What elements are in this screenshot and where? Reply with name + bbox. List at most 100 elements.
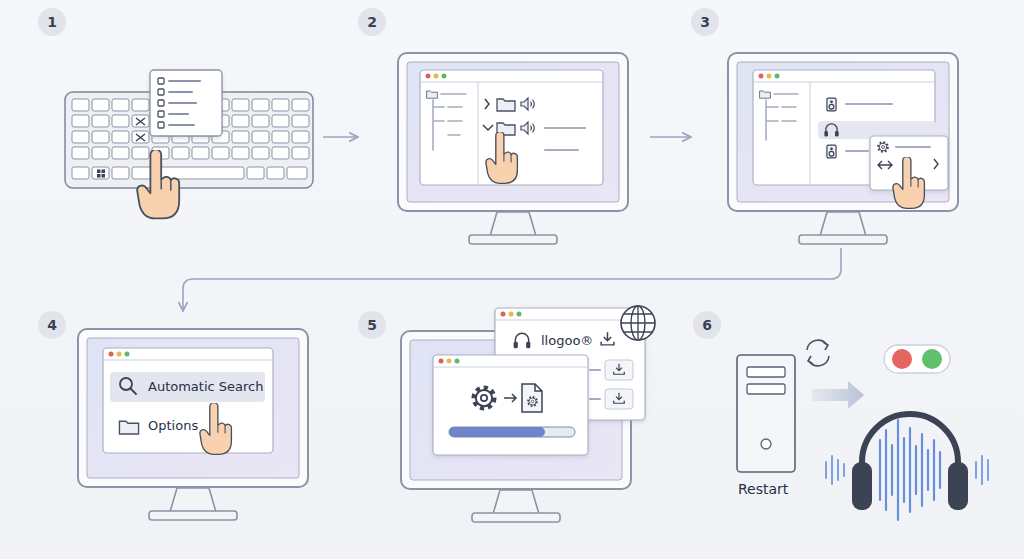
menu-items xyxy=(158,100,164,106)
sound-waves xyxy=(826,456,844,484)
explorer-window xyxy=(497,99,515,111)
keyboard xyxy=(287,167,307,179)
explorer-window xyxy=(434,74,439,79)
refresh-icon xyxy=(807,340,827,350)
dialog-window xyxy=(117,352,122,357)
text-label: llogoo® xyxy=(541,333,593,348)
button-text: Automatic Search xyxy=(148,379,263,394)
install-window xyxy=(504,394,516,402)
pc-tower xyxy=(747,367,785,377)
hand-pointer xyxy=(486,132,518,184)
step-number: 3 xyxy=(691,8,719,36)
explorer-window xyxy=(426,74,431,79)
step-panel: 5 xyxy=(358,311,650,546)
search-icon xyxy=(120,378,132,390)
flow-connector xyxy=(650,136,691,138)
text-label: Restart xyxy=(738,481,788,497)
keyboard xyxy=(132,167,244,179)
headphones xyxy=(852,462,872,510)
device-window xyxy=(827,98,836,111)
dialog-window xyxy=(125,352,130,357)
explorer-window xyxy=(497,123,515,135)
hand-pointer xyxy=(893,157,925,209)
step-panel: 1 xyxy=(38,8,323,248)
status-toggle xyxy=(922,349,942,369)
explorer-window xyxy=(483,99,493,130)
hand-pointer xyxy=(137,149,179,218)
explorer-window xyxy=(420,70,603,185)
device-window xyxy=(846,150,868,152)
install-window xyxy=(449,427,575,437)
step-number: 2 xyxy=(358,8,386,36)
keyboard xyxy=(72,167,89,179)
monitor xyxy=(728,53,958,244)
context-items xyxy=(878,142,938,169)
keyboard xyxy=(97,170,105,178)
device-window xyxy=(824,124,838,137)
hand-pointer xyxy=(200,403,232,455)
download-items xyxy=(614,393,625,404)
status-toggle xyxy=(884,345,950,373)
device-window xyxy=(760,91,771,98)
menu-items xyxy=(158,78,200,128)
explorer-window xyxy=(420,70,603,185)
step-panel: 3 xyxy=(691,8,991,248)
context-items xyxy=(896,146,930,148)
flow-connector xyxy=(183,248,841,311)
popup-menu xyxy=(150,70,222,136)
download-items xyxy=(601,332,614,345)
keyboard xyxy=(247,167,264,179)
step-panel: 6 xyxy=(693,311,993,546)
menu-items xyxy=(158,111,164,117)
explorer-window xyxy=(442,74,447,79)
headphones xyxy=(948,462,968,510)
device-window xyxy=(775,74,780,79)
download-items xyxy=(614,364,625,375)
search-icon xyxy=(120,378,136,394)
explorer-window xyxy=(521,98,534,110)
install-window xyxy=(474,388,494,408)
monitor xyxy=(398,53,628,244)
globe-icon xyxy=(621,306,655,340)
refresh-icon xyxy=(823,342,828,350)
status-toggle xyxy=(892,349,912,369)
flow-connector xyxy=(323,136,358,138)
step-number: 5 xyxy=(358,311,386,339)
globe-icon xyxy=(621,306,655,340)
menu-items xyxy=(158,89,164,95)
download-items xyxy=(605,360,633,380)
install-window xyxy=(433,355,588,455)
option-button: Automatic Search xyxy=(110,372,265,402)
install-window xyxy=(447,359,452,364)
install-window xyxy=(433,367,588,368)
step-number: 6 xyxy=(693,311,721,339)
sound-waves xyxy=(976,456,988,484)
refresh-icon xyxy=(808,356,813,364)
keyboard xyxy=(136,118,145,141)
globe-icon xyxy=(621,306,655,340)
popup-menu xyxy=(150,70,222,136)
download-items xyxy=(590,370,600,399)
download-items xyxy=(514,333,531,348)
pc-tower xyxy=(737,355,795,472)
monitor xyxy=(78,329,308,520)
keyboard xyxy=(92,167,109,179)
explorer-window xyxy=(420,82,603,185)
device-window xyxy=(846,103,892,105)
step-panel: 2 xyxy=(358,8,650,248)
explorer-window xyxy=(433,94,466,150)
download-items xyxy=(605,389,633,409)
download-items xyxy=(517,312,522,317)
keyboard xyxy=(267,167,284,179)
device-window xyxy=(766,94,798,140)
explorer-window xyxy=(521,122,534,134)
search-icon xyxy=(131,389,137,395)
context-card xyxy=(870,136,948,190)
install-window xyxy=(522,384,542,412)
context-card xyxy=(870,136,948,190)
step-number: 1 xyxy=(38,8,66,36)
explorer-window xyxy=(545,128,585,150)
pc-tower xyxy=(747,384,785,394)
